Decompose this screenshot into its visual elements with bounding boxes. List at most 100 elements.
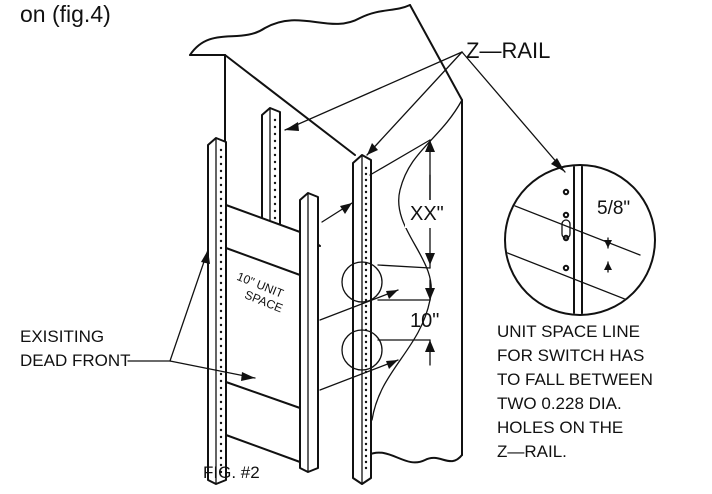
rail-hole [219, 365, 223, 369]
rail-hole [219, 148, 223, 152]
unit-space-circle-upper [341, 261, 383, 303]
rail-hole [364, 442, 368, 446]
rail-hole [364, 418, 368, 422]
rail-hole [364, 166, 368, 170]
rail-hole [364, 214, 368, 218]
rail-hole [273, 167, 277, 171]
rail-hole [364, 400, 368, 404]
rail-hole [219, 274, 223, 278]
rail-hole [364, 202, 368, 206]
rail-hole [364, 310, 368, 314]
rail-hole [364, 322, 368, 326]
figure-label: FIG. #2 [203, 463, 260, 482]
rail-hole [219, 225, 223, 229]
rail-hole [273, 160, 277, 164]
left-z-rail [207, 137, 227, 485]
existing-dead-front-label-1: EXISITING [20, 327, 104, 346]
rail-hole [364, 352, 368, 356]
svg-text:FOR SWITCH HAS: FOR SWITCH HAS [497, 346, 644, 365]
rail-hole [219, 169, 223, 173]
rail-hole [273, 195, 277, 199]
rail-hole [219, 260, 223, 264]
rail-hole [364, 358, 368, 362]
ten-inch-dimension-label: 10" [410, 310, 439, 332]
rail-hole [219, 428, 223, 432]
rail-hole [273, 118, 277, 122]
rail-hole [364, 460, 368, 464]
rail-hole [219, 211, 223, 215]
rail-hole [364, 232, 368, 236]
rail-hole [364, 388, 368, 392]
rail-hole [219, 435, 223, 439]
rail-hole [364, 364, 368, 368]
rail-hole [219, 421, 223, 425]
rail-hole [219, 400, 223, 404]
rail-hole [364, 430, 368, 434]
rail-hole [219, 302, 223, 306]
rail-hole [364, 178, 368, 182]
unit-space-note: UNIT SPACE LINE FOR SWITCH HAS TO FALL B… [497, 322, 653, 461]
rail-hole [364, 376, 368, 380]
rail-hole [364, 454, 368, 458]
svg-text:TWO 0.228 DIA.: TWO 0.228 DIA. [497, 394, 622, 413]
rail-hole [219, 386, 223, 390]
xx-dimension-label: XX" [410, 203, 444, 225]
rail-hole [219, 330, 223, 334]
rail-hole [219, 323, 223, 327]
existing-dead-front-label-2: DEAD FRONT [20, 351, 131, 370]
rail-hole [273, 209, 277, 213]
rail-hole [364, 238, 368, 242]
rail-hole [219, 407, 223, 411]
rail-hole [364, 280, 368, 284]
rail-hole [364, 412, 368, 416]
rail-hole [219, 463, 223, 467]
ten-inch-dimension [377, 279, 435, 366]
rail-hole [364, 340, 368, 344]
rail-hole [364, 424, 368, 428]
rail-hole [219, 267, 223, 271]
rail-hole [219, 155, 223, 159]
rail-hole [364, 208, 368, 212]
rail-hole [364, 196, 368, 200]
z-rail-label: Z—RAIL [466, 38, 550, 63]
rail-hole [219, 470, 223, 474]
rail-hole [273, 216, 277, 220]
rail-hole [273, 188, 277, 192]
xx-dimension [369, 139, 447, 269]
rail-hole [219, 351, 223, 355]
rail-hole [364, 448, 368, 452]
caption-top: on (fig.4) [20, 1, 111, 27]
rail-hole [364, 226, 368, 230]
rail-hole [219, 456, 223, 460]
unit-space-circle-lower [341, 329, 383, 371]
zoom-detail [504, 164, 656, 316]
rail-hole [273, 125, 277, 129]
svg-text:TO FALL BETWEEN: TO FALL BETWEEN [497, 370, 653, 389]
rail-hole [364, 346, 368, 350]
rail-hole [219, 295, 223, 299]
rail-hole [364, 334, 368, 338]
rail-hole [273, 174, 277, 178]
rail-hole [364, 466, 368, 470]
rail-hole [364, 256, 368, 260]
rail-hole [364, 190, 368, 194]
rail-hole [219, 344, 223, 348]
rail-hole [219, 309, 223, 313]
rail-hole [219, 246, 223, 250]
rail-hole [219, 337, 223, 341]
svg-text:UNIT SPACE LINE: UNIT SPACE LINE [497, 322, 640, 341]
rail-hole [219, 176, 223, 180]
rail-hole [219, 253, 223, 257]
front-z-rail [352, 154, 372, 485]
rail-hole [364, 286, 368, 290]
cabinet-outline [189, 4, 463, 464]
circle-leader-upper [319, 289, 399, 321]
rail-hole [273, 153, 277, 157]
rail-hole [219, 239, 223, 243]
rail-hole [219, 190, 223, 194]
rail-hole [364, 298, 368, 302]
rail-hole [219, 197, 223, 201]
rail-hole [219, 204, 223, 208]
rail-hole [364, 382, 368, 386]
